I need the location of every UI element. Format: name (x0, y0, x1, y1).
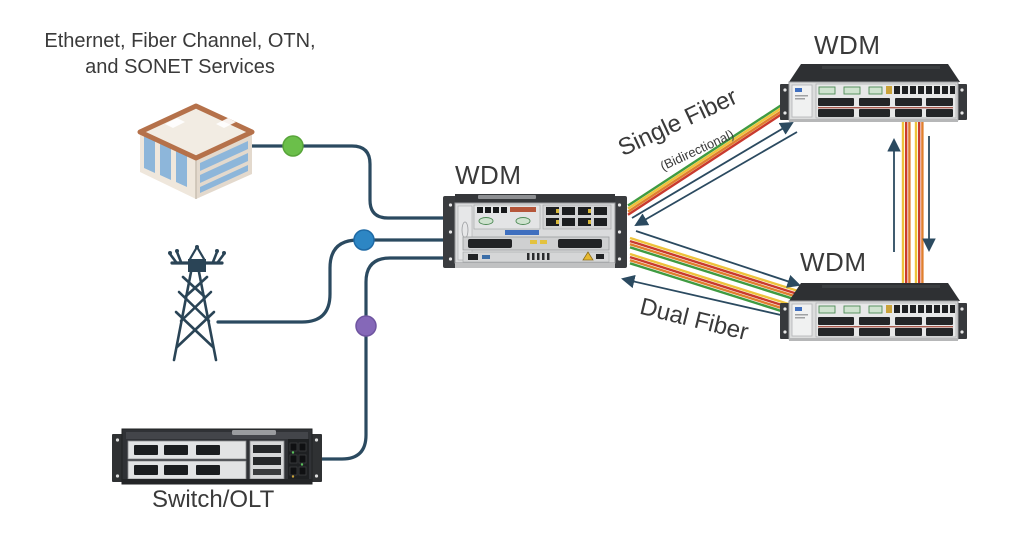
wdm-top-right-label: WDM (814, 30, 881, 60)
connector-tower-to-wdm (216, 238, 450, 324)
services-label-line2: and SONET Services (85, 56, 275, 79)
transmission-tower-icon (168, 244, 226, 362)
switch-olt-label: Switch/OLT (152, 486, 275, 513)
switch-olt-device (112, 428, 322, 485)
dual-fiber-arrow-return (621, 274, 795, 319)
blue-dot (353, 229, 375, 251)
single-fiber-arrow-forward (631, 121, 794, 219)
wdm-bottom-right-device (779, 282, 968, 342)
wdm-top-right-device (779, 63, 968, 123)
green-dot (282, 135, 304, 157)
inter-wdm-fiber-ribbon (901, 114, 924, 290)
dual-fiber-arrow-forward (635, 230, 801, 288)
connector-building-to-wdm (250, 144, 450, 220)
connector-switch-to-wdm (318, 256, 450, 461)
dual-fiber-ribbon-1 (629, 236, 799, 302)
single-fiber-ribbon (627, 94, 797, 216)
wdm-central-device (443, 194, 627, 268)
wdm-bottom-right-label: WDM (800, 247, 867, 277)
wdm-central-label: WDM (455, 160, 522, 190)
services-label-line1: Ethernet, Fiber Channel, OTN, (44, 30, 316, 52)
dual-fiber-ribbon-2 (629, 252, 799, 318)
single-fiber-arrow-return (634, 131, 798, 227)
services-label: Ethernet, Fiber Channel, OTN, and SONET … (28, 28, 332, 81)
building-icon (137, 103, 255, 199)
purple-dot (355, 315, 377, 337)
